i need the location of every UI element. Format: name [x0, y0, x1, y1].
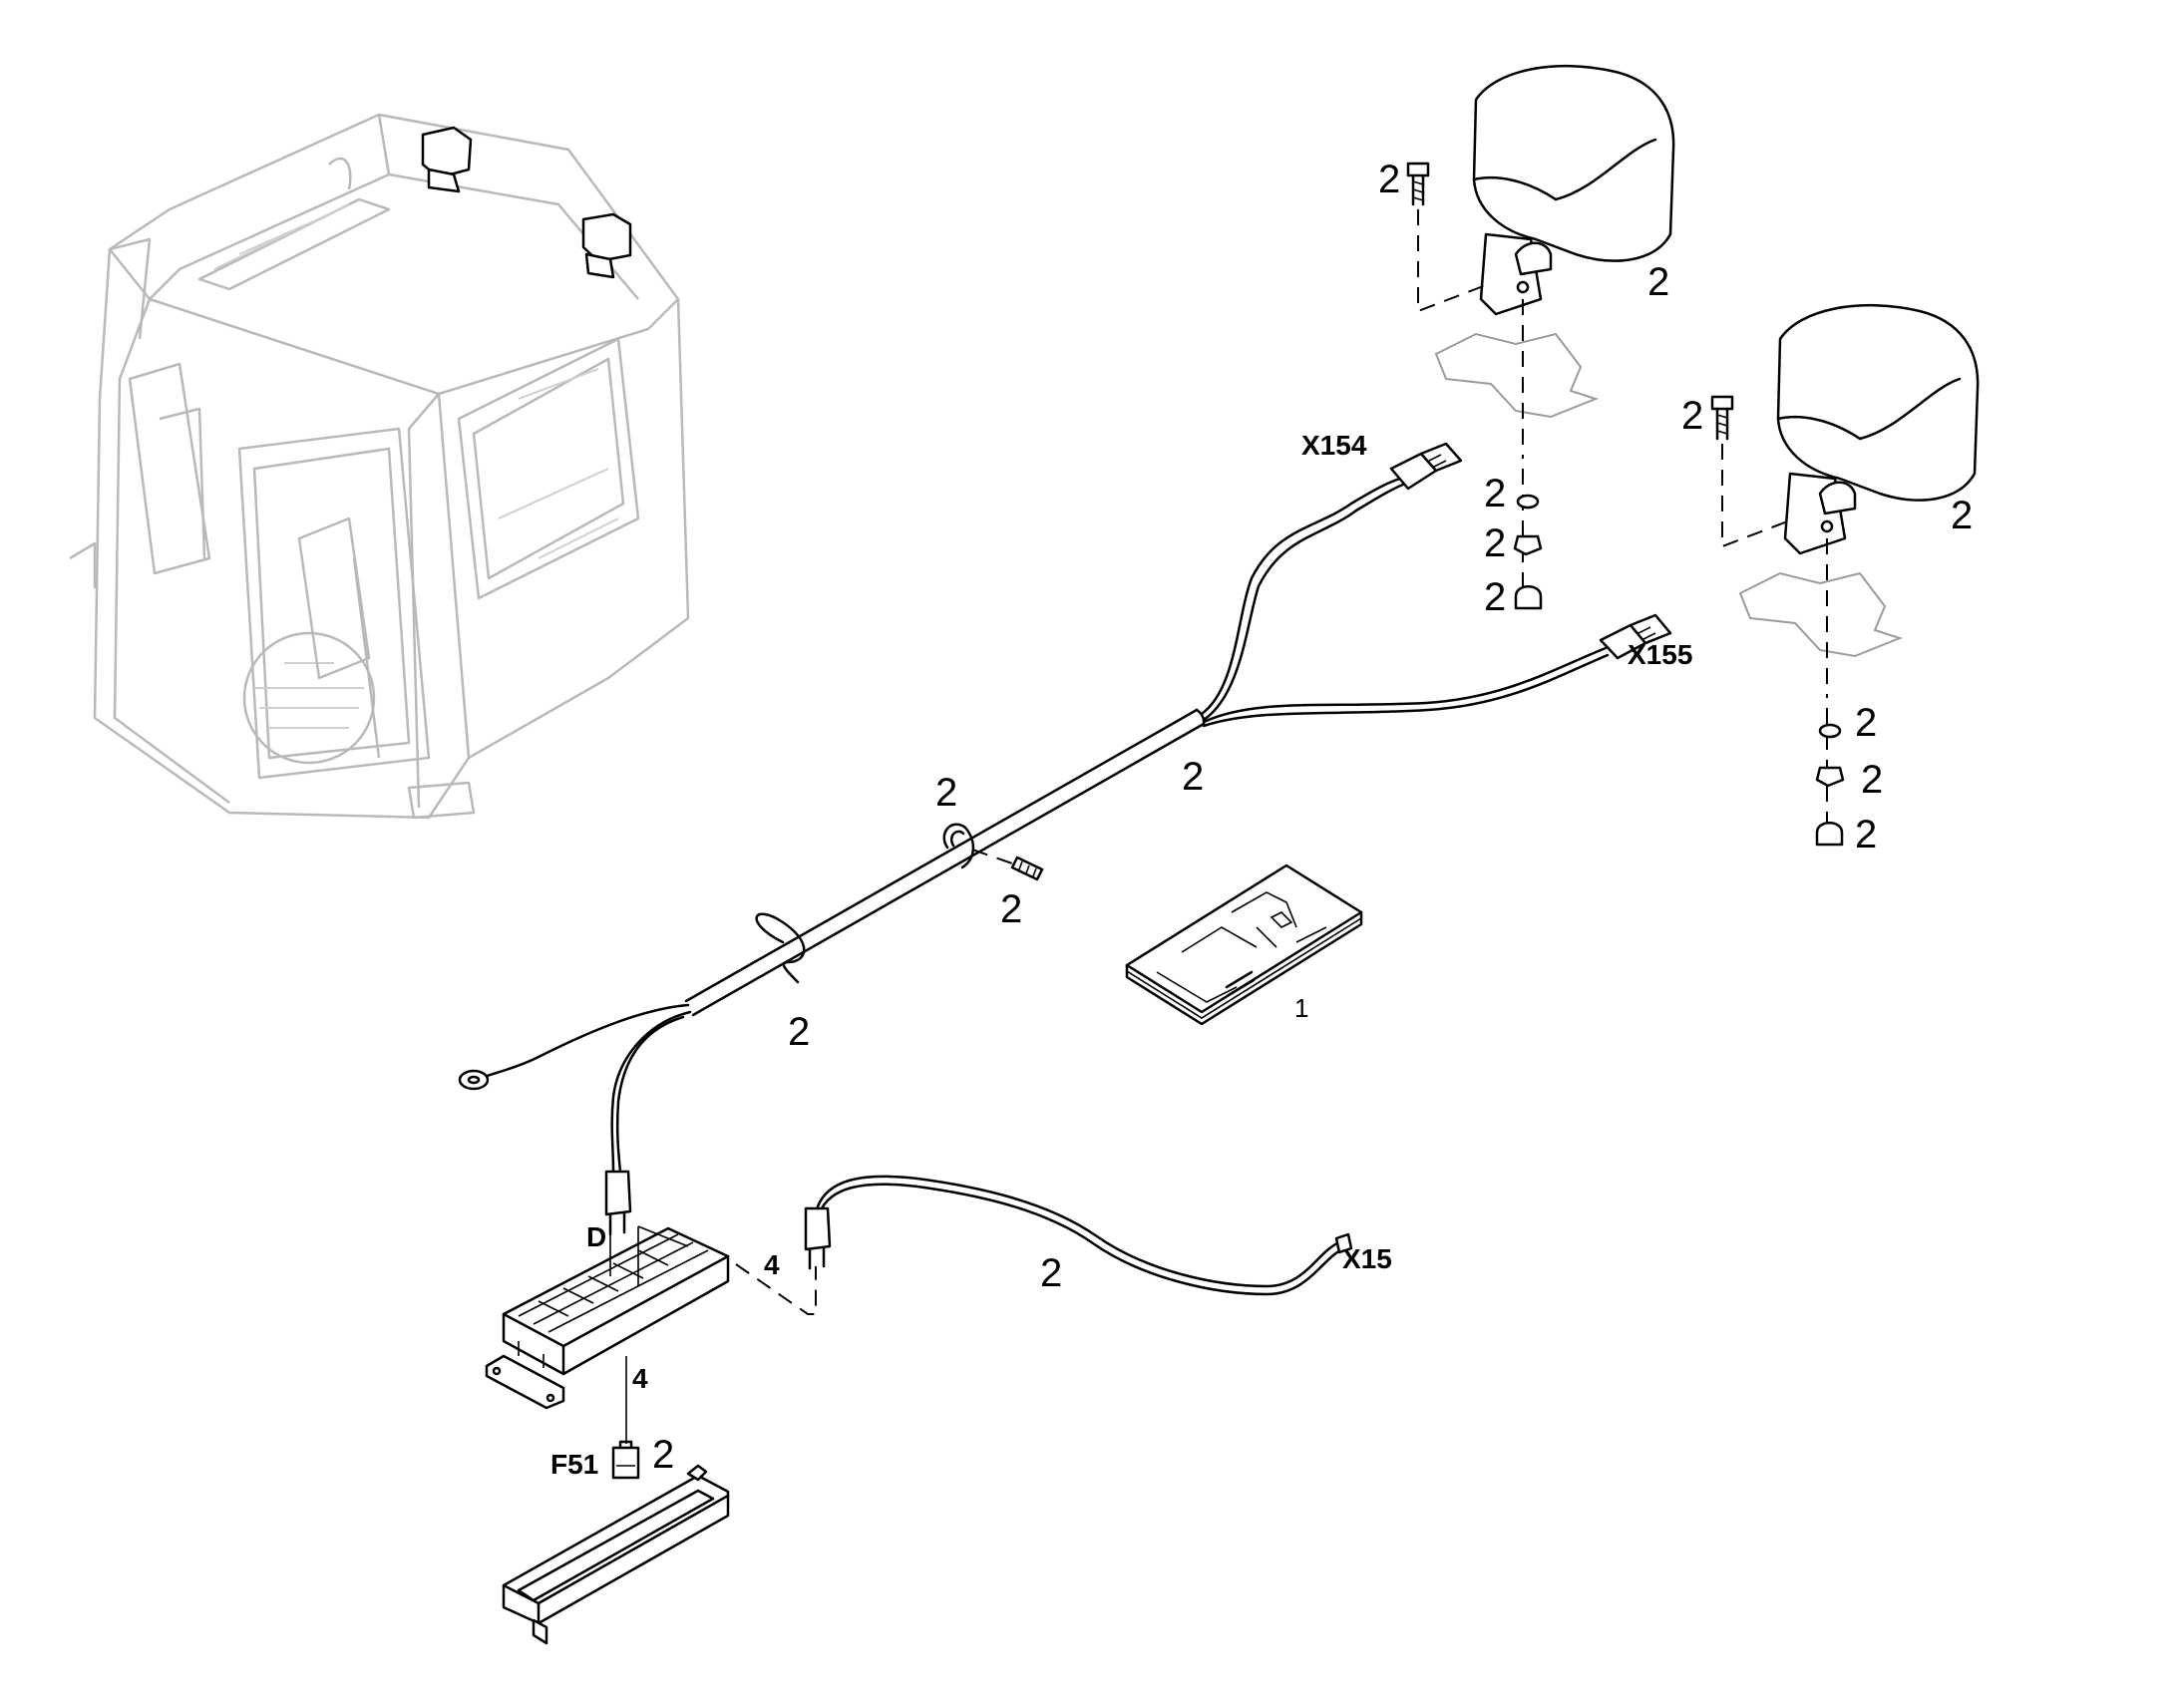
- label-washer-lower: 2: [1855, 701, 1877, 745]
- leader-d: [609, 1225, 689, 1286]
- leader-bolt-upper: [1417, 209, 1487, 313]
- cab-roof-lamp-left-mini: [421, 126, 473, 193]
- label-harness: 2: [1182, 755, 1204, 799]
- label-x15: X15: [1342, 1243, 1392, 1274]
- work-lamp-upper: [1472, 64, 1675, 316]
- cap-upper: [1514, 585, 1543, 610]
- label-fuse-f51: 4: [632, 1363, 648, 1394]
- washer-lower: [1818, 723, 1842, 739]
- washer-upper: [1516, 494, 1540, 510]
- label-lamp-lower: 2: [1951, 494, 1973, 537]
- cab-context-illustration: [69, 113, 690, 820]
- flat-terminal-d: [604, 1170, 632, 1236]
- ring-terminal: [458, 1069, 490, 1091]
- fuse-f51: [611, 1440, 640, 1480]
- label-relay-d: 4: [764, 1249, 780, 1280]
- bolt-lower: [1710, 395, 1734, 441]
- main-harness: [482, 475, 1610, 1174]
- label-cap-upper: 2: [1484, 575, 1506, 619]
- label-bolt-lower: 2: [1681, 394, 1703, 438]
- label-nut-upper: 2: [1484, 521, 1506, 565]
- operator-manual: [1125, 863, 1363, 1026]
- label-manual: 1: [1294, 993, 1308, 1023]
- label-clamp: 2: [935, 771, 957, 815]
- nut-upper: [1513, 534, 1543, 556]
- leader-bolt-lower: [1721, 444, 1791, 548]
- label-d: D: [586, 1221, 606, 1252]
- fuse-relay-box: [485, 1226, 730, 1410]
- label-x155: X155: [1628, 639, 1692, 670]
- gasket-upper: [1434, 332, 1599, 419]
- work-lamp-lower: [1776, 303, 1980, 555]
- connector-x155: [1599, 613, 1672, 660]
- label-x154: X154: [1301, 430, 1367, 461]
- nut-lower: [1815, 766, 1845, 788]
- cable-tie: [755, 912, 806, 984]
- fuse-box-tray: [502, 1464, 730, 1645]
- cab-roof-lamp-right-mini: [581, 212, 632, 279]
- gasket-lower: [1738, 571, 1903, 658]
- flat-terminal-x15: [804, 1206, 832, 1270]
- label-fuse: 2: [652, 1433, 674, 1477]
- label-cable-x15: 2: [1040, 1251, 1062, 1295]
- harness-clamp: [942, 823, 1044, 881]
- label-cap-lower: 2: [1855, 813, 1877, 856]
- label-bolt-upper: 2: [1378, 158, 1400, 201]
- label-lamp-upper: 2: [1647, 260, 1669, 304]
- leader-x15-to-box: [735, 1263, 817, 1315]
- connector-x154: [1389, 442, 1463, 491]
- cap-lower: [1815, 822, 1844, 847]
- bolt-upper: [1406, 162, 1430, 206]
- label-clamp-screw: 2: [1000, 887, 1022, 931]
- label-f51: F51: [550, 1449, 598, 1480]
- label-cable-tie: 2: [788, 1010, 810, 1054]
- label-nut-lower: 2: [1861, 758, 1883, 802]
- lead-wire-x15: [816, 1175, 1353, 1296]
- label-washer-upper: 2: [1484, 472, 1506, 515]
